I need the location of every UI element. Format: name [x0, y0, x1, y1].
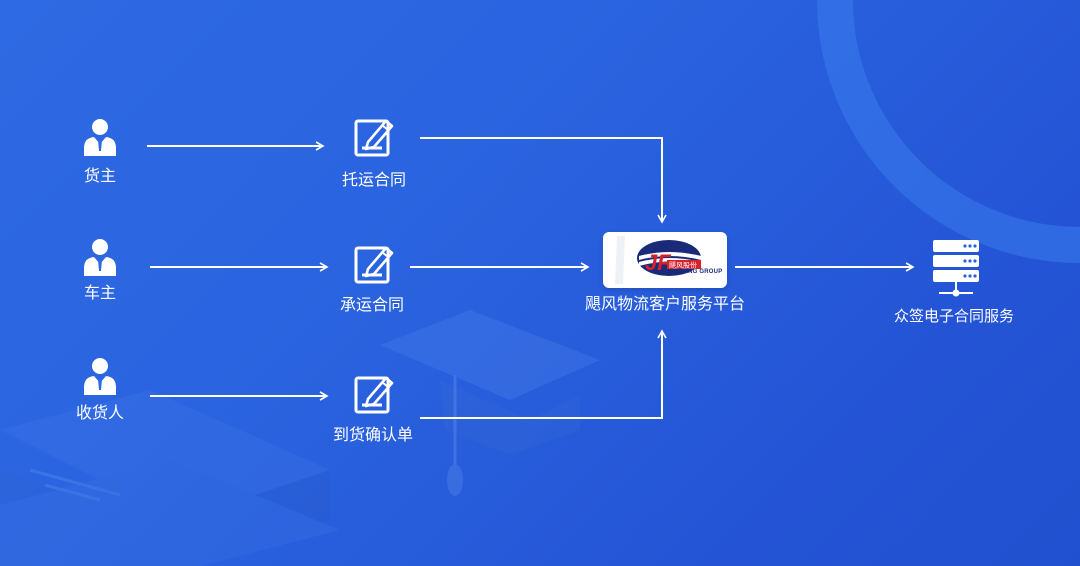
actor-label-consignee: 收货人 — [75, 403, 124, 422]
actor-label-shipper: 货主 — [83, 166, 116, 185]
document-label-consign-contract: 托运合同 — [341, 170, 406, 189]
service-label: 众签电子合同服务 — [893, 307, 1014, 325]
document-label-receipt-confirmation: 到货确认单 — [332, 425, 413, 444]
svg-text:JF: JF — [645, 250, 671, 275]
logo-cn-text: 飓风股份 — [669, 261, 697, 270]
jufeng-logo-icon: JF 飓风股份 — [615, 236, 701, 284]
user-icon — [82, 118, 118, 158]
actor-label-driver: 车主 — [83, 283, 116, 302]
platform-logo: JF 飓风股份 JUFENG GROUP — [603, 232, 727, 288]
edit-document-icon — [352, 115, 396, 159]
logo-text: JUFENG GROUP — [672, 269, 723, 275]
document-label-carriage-contract: 承运合同 — [339, 295, 404, 314]
user-icon — [82, 238, 118, 278]
server-icon — [933, 240, 979, 298]
platform-label: 飓风物流客户服务平台 — [584, 294, 745, 313]
edit-document-icon — [352, 372, 396, 416]
edit-document-icon — [352, 242, 396, 286]
arrow-consign-contract-to-platform — [420, 137, 667, 224]
user-icon — [82, 357, 118, 397]
arrow-receipt-to-platform — [420, 329, 667, 419]
